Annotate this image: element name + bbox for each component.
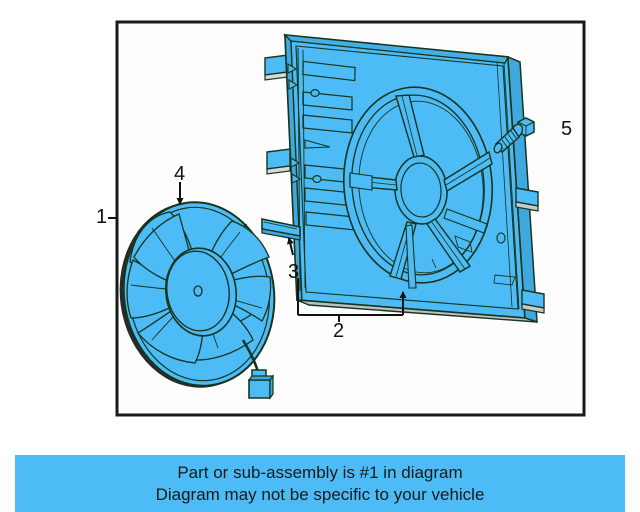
callout-label-1: 1 [96,206,108,228]
fan-connector-body [248,379,271,399]
shroud-hole-right [496,232,506,244]
callout-label-5: 5 [561,118,573,140]
shroud-hole-lower [312,175,322,184]
shroud-rib-right [443,208,488,234]
leader-3 [286,237,294,256]
fan-connector-side [269,374,274,400]
caption-bar: Part or sub-assembly is #1 in diagram Di… [15,455,625,512]
callout-label-3: 3 [288,261,300,283]
shroud-vent-slots [302,60,356,231]
shroud-hole-upper [310,88,320,97]
fan-connector-bevel [247,375,275,381]
fan-shroud [264,33,545,324]
bolt-tip [493,142,503,154]
caption-line-2: Diagram may not be specific to your vehi… [155,484,485,504]
hex-bolt [493,117,535,154]
shroud-inner-frame [295,45,519,310]
caption-line-1: Part or sub-assembly is #1 in diagram [177,462,463,482]
shroud-top-edge [283,34,510,64]
fan-hub-center-hole [193,285,203,297]
callout-label-4: 4 [174,163,186,185]
shroud-motor-ring-inner [400,162,442,218]
callout-label-2: 2 [333,320,345,342]
shroud-right-tabs [515,187,545,314]
shroud-bottom-edge [296,299,538,323]
callout-leaders [108,182,407,322]
shroud-left-tabs [264,54,291,175]
shroud-clip-details [287,63,331,184]
shroud-wire-channel [454,235,473,253]
shroud-rib-bottom [405,224,417,289]
shroud-rib-left [349,172,373,191]
cooling-fan [119,201,276,400]
